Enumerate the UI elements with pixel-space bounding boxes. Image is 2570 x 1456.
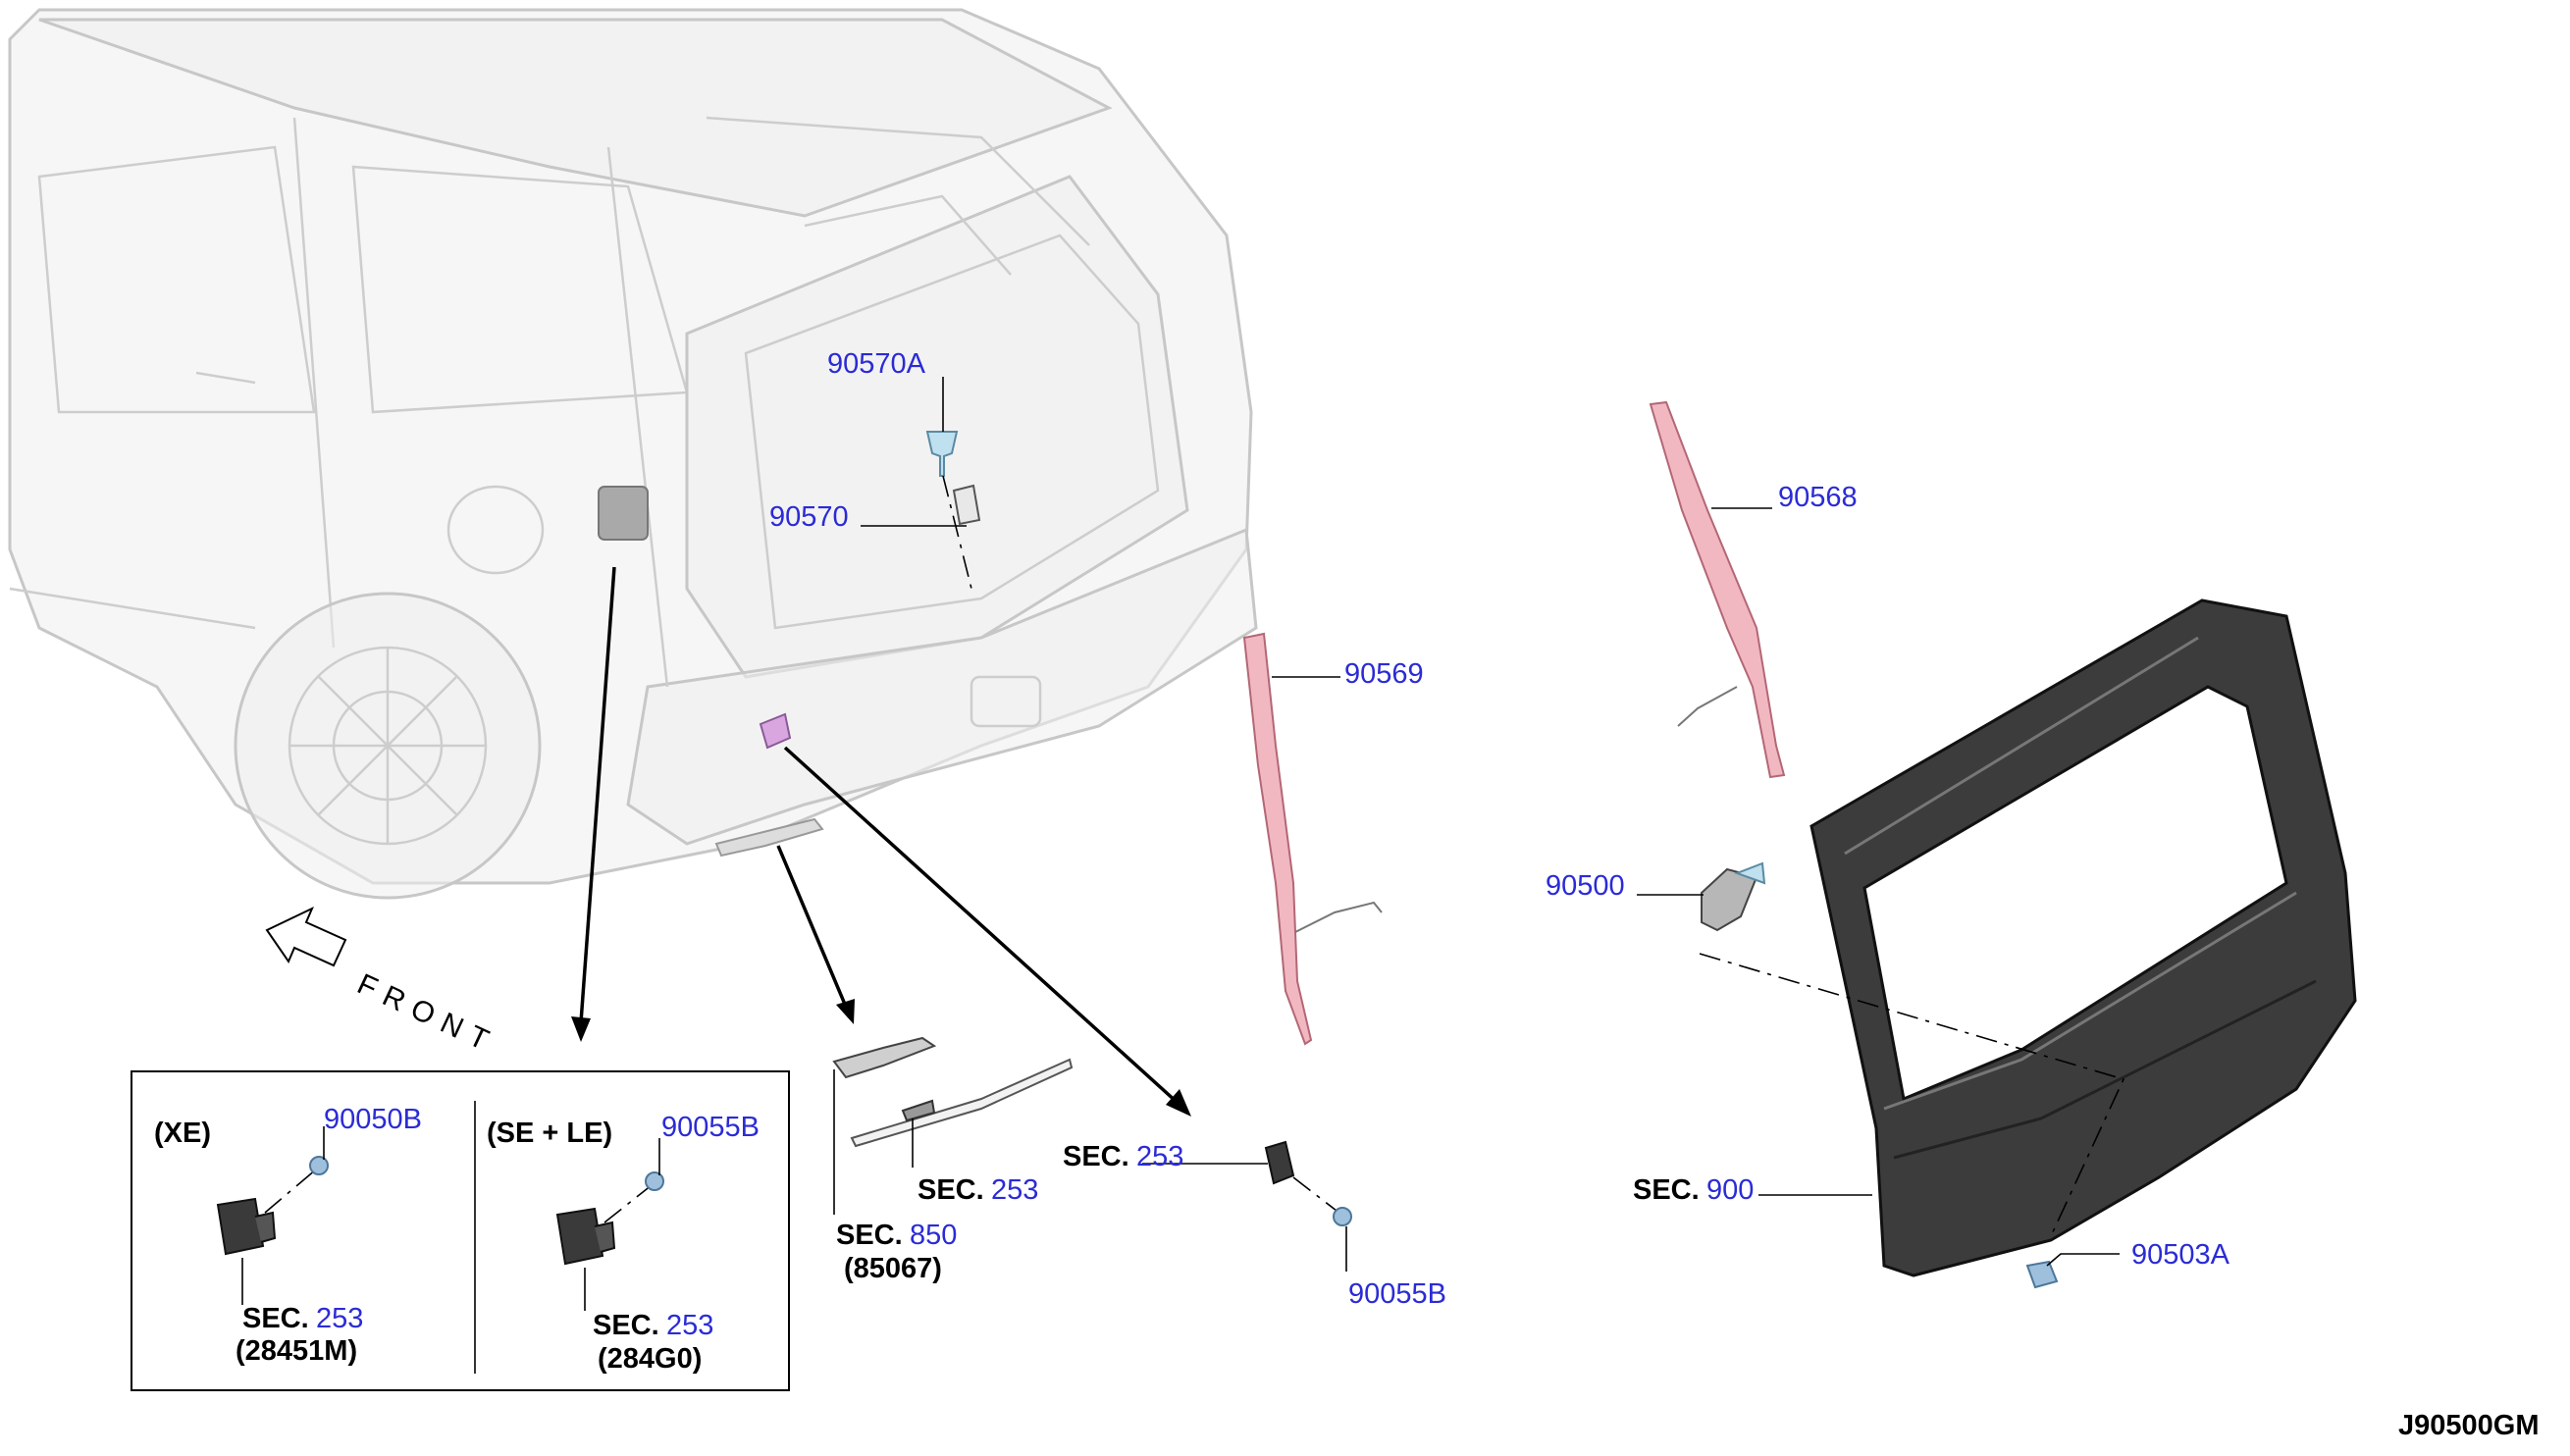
callout-90570a: 90570A: [827, 348, 926, 380]
variant-xe-label: (XE): [154, 1118, 211, 1149]
sec-253-se: 253: [666, 1310, 713, 1341]
bumper-bracket-icon: [714, 817, 824, 858]
sec-prefix-253-center: SEC.: [1063, 1141, 1129, 1172]
sec-prefix-xe: SEC.: [242, 1303, 309, 1334]
callout-90055b: 90055B: [1348, 1278, 1446, 1310]
clip-90503a-icon: [2025, 1260, 2059, 1289]
diagram-id: J90500GM: [2398, 1410, 2540, 1441]
tailgate-panel: [1809, 598, 2357, 1277]
front-label: FRONT: [352, 967, 502, 1061]
sec-253-center: 253: [1136, 1141, 1183, 1172]
module-xe-icon: [216, 1197, 277, 1256]
connector-center-icon: [1264, 1140, 1295, 1185]
nut-90055b-icon: [1333, 1207, 1352, 1226]
harness-90569-icon: [1242, 632, 1383, 1046]
variant-se-le-label: (SE + LE): [487, 1118, 612, 1149]
callout-90568: 90568: [1778, 482, 1858, 513]
sec-253-xe: 253: [316, 1303, 363, 1334]
callout-90050b: 90050B: [324, 1104, 422, 1135]
part-28451m: (28451M): [236, 1335, 357, 1367]
sec-prefix-253-mid: SEC.: [918, 1174, 984, 1206]
vehicle-illustration: [8, 8, 1258, 900]
sec-prefix-se: SEC.: [593, 1310, 659, 1341]
sec-prefix-900: SEC.: [1633, 1174, 1700, 1206]
harness-90568-icon: [1649, 400, 1786, 779]
callout-90570: 90570: [769, 501, 849, 533]
clip-90570a-icon: [925, 431, 959, 477]
connector-on-body-icon: [759, 712, 792, 750]
bumper-harness-icon: [832, 1036, 1074, 1148]
module-on-body-icon: [598, 486, 649, 541]
module-se-le-icon: [555, 1207, 616, 1266]
sec-850: 850: [910, 1220, 957, 1251]
callout-90055b-inset: 90055B: [661, 1112, 760, 1143]
callout-90503a: 90503A: [2131, 1239, 2230, 1271]
front-direction-indicator: FRONT: [265, 906, 502, 1061]
nut-90050b-icon: [309, 1156, 329, 1175]
leader-arrows: [571, 566, 1191, 1117]
latch-90500-icon: [1701, 861, 1766, 932]
sec-253-mid: 253: [991, 1174, 1038, 1206]
variant-inset-box: [131, 1070, 790, 1391]
part-284g0: (284G0): [598, 1343, 702, 1375]
sec-900: 900: [1706, 1174, 1754, 1206]
bracket-90570-icon: [952, 484, 981, 526]
nut-90055b-inset-icon: [645, 1171, 664, 1191]
callout-90569: 90569: [1344, 658, 1424, 690]
callout-90500: 90500: [1546, 870, 1625, 902]
part-85067: (85067): [844, 1253, 942, 1284]
sec-prefix-850: SEC.: [836, 1220, 903, 1251]
